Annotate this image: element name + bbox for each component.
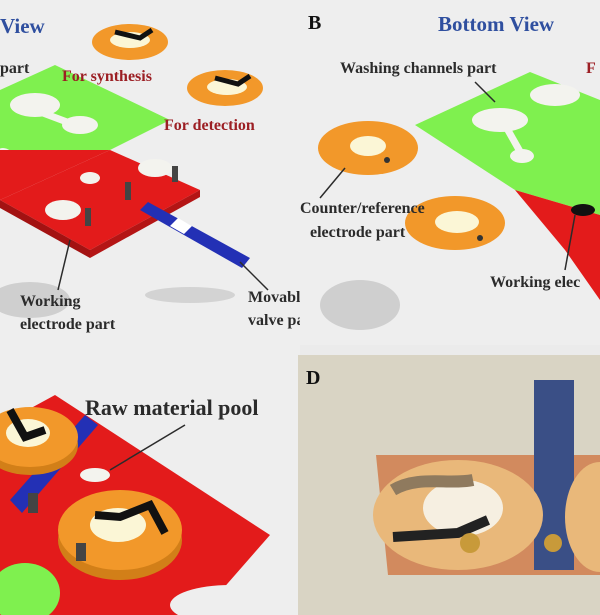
panel-c-illustration — [0, 395, 290, 615]
leader-line — [319, 167, 346, 199]
channel-hole — [472, 108, 528, 132]
shadow — [170, 585, 290, 615]
green-layer — [0, 65, 170, 150]
for-detection-label: For detection — [164, 117, 255, 134]
panel-a-illustration — [0, 24, 269, 318]
disc-electrode — [114, 27, 154, 41]
working-electrode-cut-label: Working elec — [490, 274, 581, 291]
green-layer — [415, 72, 600, 215]
for-synthesis-label: For synthesis — [62, 68, 152, 85]
pin — [76, 543, 86, 561]
disc-hole — [384, 157, 390, 163]
shadow — [145, 287, 235, 303]
disc-well — [435, 211, 479, 233]
disc-electrode — [214, 73, 252, 87]
channel-hole — [510, 149, 534, 163]
disc-electrode — [94, 499, 169, 535]
leader-line — [57, 239, 71, 291]
raw-material-well — [80, 468, 110, 482]
channel-path — [501, 123, 526, 157]
red-layer-edge — [0, 200, 90, 258]
raw-material-pool-label: Raw material pool — [85, 395, 259, 420]
electrode-trace — [389, 474, 475, 496]
channel-path — [33, 106, 77, 129]
counter-reference-label-2: electrode part — [310, 224, 406, 241]
shadow — [0, 282, 70, 318]
leader-line — [474, 81, 496, 103]
electrode-well — [138, 159, 172, 177]
working-electrode — [571, 204, 595, 216]
red-layer — [515, 190, 600, 300]
green-board-peek — [0, 563, 60, 615]
f-cut-label: F — [586, 60, 596, 77]
panel-d-photo-illustration — [298, 355, 600, 615]
rivet — [544, 534, 562, 552]
disc-well — [350, 136, 386, 156]
panel-a-title: View — [0, 14, 45, 38]
channel-hole — [530, 84, 580, 106]
counter-reference-label-1: Counter/reference — [300, 200, 425, 217]
movable-valve — [140, 202, 250, 268]
red-layer-edge — [90, 190, 200, 258]
panel-b-illustration — [318, 72, 600, 330]
leader-line — [564, 214, 576, 271]
panel-d-letter: D — [306, 367, 321, 389]
disc-hole — [477, 235, 483, 241]
leader-line — [109, 424, 186, 471]
panel-b-bottom-view: B Bottom View Washing channels part F Co… — [300, 0, 600, 345]
electrode-trace — [392, 515, 490, 542]
disc-electrode — [6, 408, 47, 442]
movable-valve-label-2: valve part — [248, 312, 300, 329]
pin — [28, 493, 38, 513]
panel-b-letter: B — [308, 12, 322, 34]
electrode-well — [45, 200, 81, 220]
panel-b-title: Bottom View — [438, 12, 555, 36]
rivet — [460, 533, 480, 553]
shadow — [320, 280, 400, 330]
red-layer — [0, 150, 110, 200]
washing-channels-label: Washing channels part — [340, 60, 497, 77]
orange-disc-right — [565, 462, 600, 572]
panel-a-top-view: View part For synthesis For detection Wo… — [0, 0, 300, 345]
pin — [125, 182, 131, 200]
working-electrode-label-2: electrode part — [20, 316, 116, 333]
part-label: part — [0, 60, 30, 77]
electrode-well — [80, 172, 100, 184]
panel-d-photo: D — [298, 355, 600, 615]
valve-window — [170, 218, 192, 234]
leader-line — [239, 261, 269, 291]
working-electrode-label-1: Working — [20, 293, 81, 310]
pin — [85, 208, 91, 226]
panel-c-assembly: Raw material pool — [0, 345, 300, 615]
pin — [172, 166, 178, 182]
movable-valve-label-1: Movable — [248, 289, 300, 306]
